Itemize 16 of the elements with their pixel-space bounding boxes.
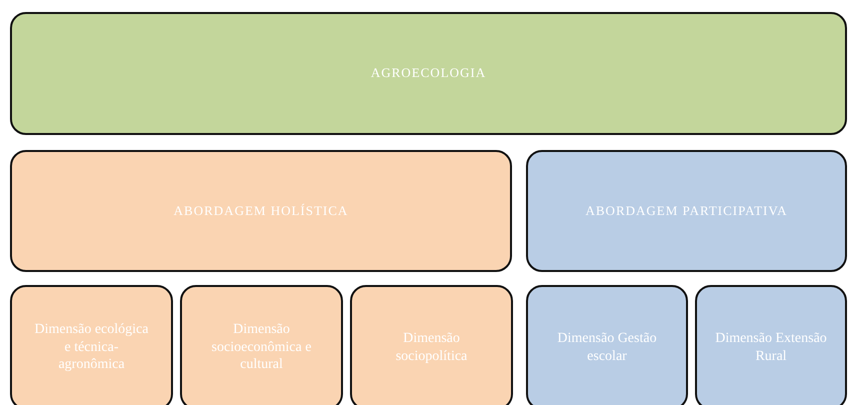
dimension-box — [350, 285, 513, 405]
category-title: ABORDAGEM HOLÍSTICA — [172, 202, 350, 220]
dimension-box — [180, 285, 343, 405]
category-box — [10, 150, 512, 272]
category-box — [526, 150, 847, 272]
dimension-box — [10, 285, 173, 405]
dimension-box — [695, 285, 847, 405]
dimension-label: Dimensão ecológica e técnica-agronômica — [34, 321, 150, 374]
category-title: AGROECOLOGIA — [370, 65, 488, 82]
dimension-box — [526, 285, 688, 405]
dimension-label: Dimensão Extensão Rural — [714, 330, 828, 365]
dimension-label: Dimensão sociopolítica — [394, 330, 468, 365]
category-box — [10, 12, 847, 135]
category-title: ABORDAGEM PARTICIPATIVA — [584, 202, 788, 220]
dimension-label: Dimensão Gestão escolar — [556, 330, 658, 365]
dimension-label: Dimensão socioeconômica e cultural — [210, 321, 312, 374]
